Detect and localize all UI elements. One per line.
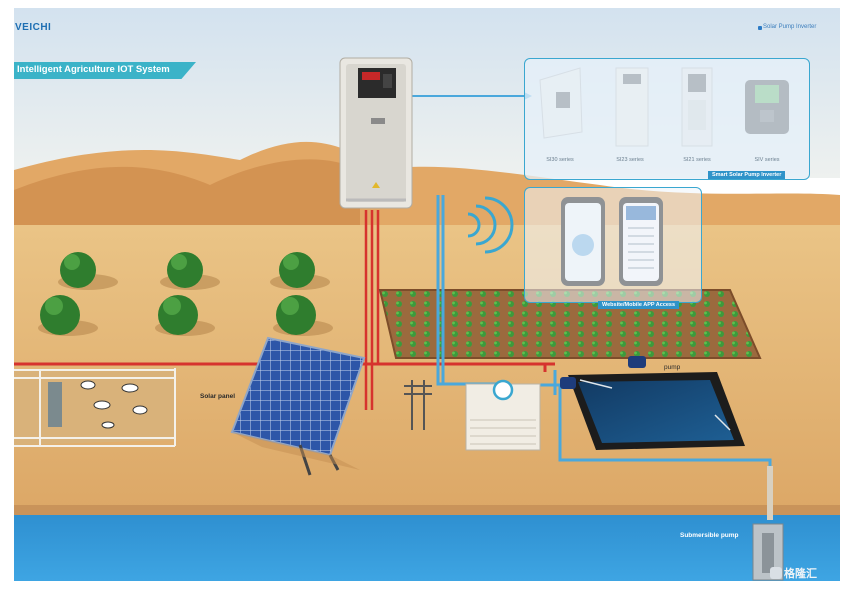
control-box (465, 379, 541, 451)
inverter-cables (364, 210, 380, 410)
watermark-text: 格隆汇 (784, 568, 817, 580)
submersible-pump-label: Submersible pump (680, 532, 739, 539)
page-title: Intelligent Agriculture IOT System (17, 64, 170, 75)
solar-panel-label: Solar panel (200, 393, 236, 400)
title-banner: Intelligent Agriculture IOT System (14, 62, 196, 79)
power-cable-right (380, 362, 555, 372)
app-caption: Website/Mobile APP Access (598, 301, 680, 309)
solar-panel (230, 336, 366, 476)
soil-layer (14, 505, 840, 515)
product-label-si30: SI30 series (546, 157, 574, 163)
products-caption: Smart Solar Pump Inverter (708, 171, 786, 179)
watermark-logo-icon (770, 567, 782, 579)
square-bullet-icon (758, 26, 762, 30)
main-inverter (339, 57, 413, 209)
app-panel (524, 187, 702, 303)
underground-water (14, 513, 840, 581)
water-reservoir (568, 372, 745, 450)
product-label-si21: SI21 series (683, 157, 711, 163)
surface-pumps (560, 356, 646, 389)
pump-label: pump (664, 364, 681, 371)
section-label: Solar Pump Inverter (763, 24, 817, 30)
cattle-pen (14, 368, 176, 447)
product-label-si23: SI23 series (616, 157, 644, 163)
wireless-signal-icon (467, 196, 514, 254)
utility-pole (404, 380, 432, 430)
product-label-siv: SIV series (754, 157, 780, 163)
products-panel (524, 58, 810, 180)
brand-logo: VEICHI (15, 22, 52, 33)
dune-shadow (14, 159, 360, 230)
tree-grove (38, 252, 333, 336)
